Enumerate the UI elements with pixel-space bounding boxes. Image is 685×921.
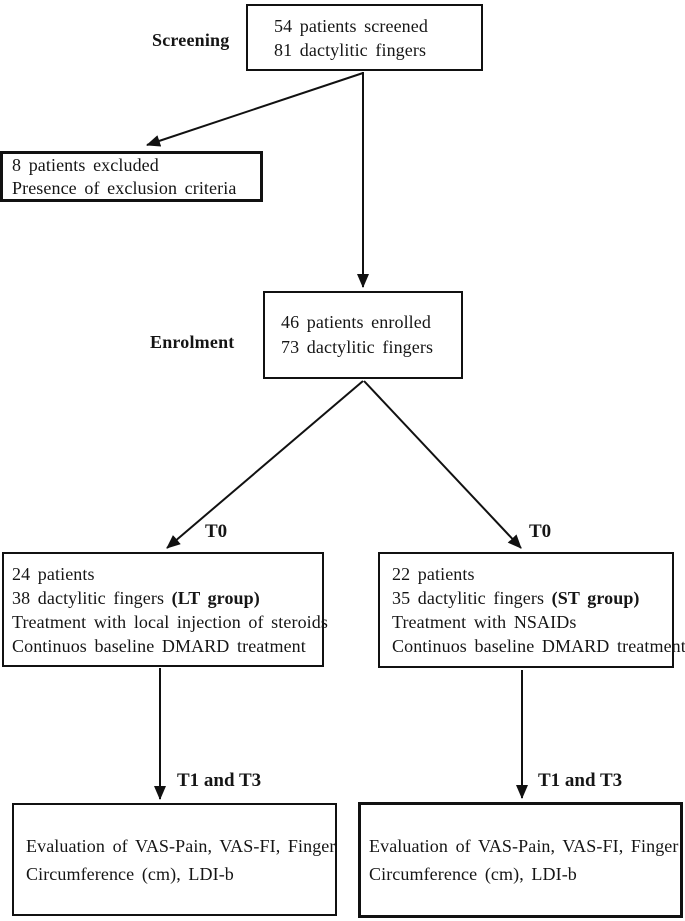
box-line: 24 patients (12, 562, 322, 586)
box-line-text: 35 dactylitic fingers (392, 588, 552, 608)
box-line: Treatment with local injection of steroi… (12, 610, 328, 634)
box-line: 35 dactylitic fingers (ST group) (392, 586, 672, 610)
box-line-text: 22 patients (392, 564, 475, 584)
box-line: Presence of exclusion criteria (12, 177, 260, 200)
box-line: 46 patients enrolled (281, 310, 461, 335)
box-line: 54 patients screened (274, 14, 481, 38)
box-line-bold-text: (LT group) (171, 587, 260, 608)
box-line: Continuos baseline DMARD treatment (392, 634, 685, 658)
box-line-text: Circumference (cm), LDI-b (369, 864, 577, 884)
box-line-text: Evaluation of VAS-Pain, VAS-FI, Finger (369, 836, 679, 856)
box-line: Evaluation of VAS-Pain, VAS-FI, Finger (369, 832, 680, 860)
box-line-text: 8 patients excluded (12, 154, 159, 175)
box-line-text: Continuos baseline DMARD treatment (12, 635, 306, 656)
timepoint-label-t1t3-left: T1 and T3 (177, 770, 262, 791)
box-line-text: 24 patients (12, 563, 95, 584)
box-line: 22 patients (392, 562, 672, 586)
box-line: Treatment with NSAIDs (392, 610, 672, 634)
st-group-box: 22 patients 35 dactylitic fingers (ST gr… (378, 552, 685, 668)
box-line: 81 dactylitic fingers (274, 38, 481, 62)
arrow-enrolled-to-st-group (363, 380, 522, 549)
arrow-enrolled-to-lt-group (166, 380, 364, 549)
box-line-text: Presence of exclusion criteria (12, 177, 237, 198)
box-line: Continuos baseline DMARD treatment (12, 634, 322, 658)
box-line-text: Circumference (cm), LDI-b (26, 863, 234, 884)
box-line: 38 dactylitic fingers (LT group) (12, 586, 322, 610)
lt-group-box: 24 patients 38 dactylitic fingers (LT gr… (2, 552, 328, 667)
box-line: Evaluation of VAS-Pain, VAS-FI, Finger (26, 832, 335, 860)
box-line-text: 54 patients screened (274, 15, 428, 36)
box-line-text: Evaluation of VAS-Pain, VAS-FI, Finger (26, 835, 336, 856)
box-line-text: 81 dactylitic fingers (274, 39, 427, 60)
timepoint-label-t0-right: T0 (529, 521, 552, 542)
timepoint-label-t0-left: T0 (205, 521, 228, 542)
box-line: Circumference (cm), LDI-b (26, 860, 335, 888)
excluded-box: 8 patients excluded Presence of exclusio… (0, 151, 263, 202)
box-line-text: Treatment with NSAIDs (392, 612, 577, 632)
evaluation-box-lt: Evaluation of VAS-Pain, VAS-FI, Finger C… (12, 803, 337, 916)
box-line: 73 dactylitic fingers (281, 335, 461, 360)
box-line-text: 38 dactylitic fingers (12, 587, 172, 608)
enrolled-box: 46 patients enrolled 73 dactylitic finge… (263, 291, 463, 379)
arrow-screened-to-excluded (146, 72, 364, 147)
box-line-bold-text: (ST group) (551, 588, 640, 608)
box-line-text: 73 dactylitic fingers (281, 337, 434, 357)
box-line-text: 46 patients enrolled (281, 312, 431, 332)
stage-label-screening: Screening (152, 30, 230, 50)
box-line-text: Treatment with local injection of steroi… (12, 611, 328, 632)
box-line-text: Continuos baseline DMARD treatment (392, 636, 685, 656)
evaluation-box-st: Evaluation of VAS-Pain, VAS-FI, Finger C… (358, 802, 683, 918)
screened-box: 54 patients screened 81 dactylitic finge… (246, 4, 483, 71)
timepoint-label-t1t3-right: T1 and T3 (538, 770, 623, 791)
box-line: 8 patients excluded (12, 154, 260, 177)
box-line: Circumference (cm), LDI-b (369, 860, 680, 888)
stage-label-enrolment: Enrolment (150, 332, 235, 352)
